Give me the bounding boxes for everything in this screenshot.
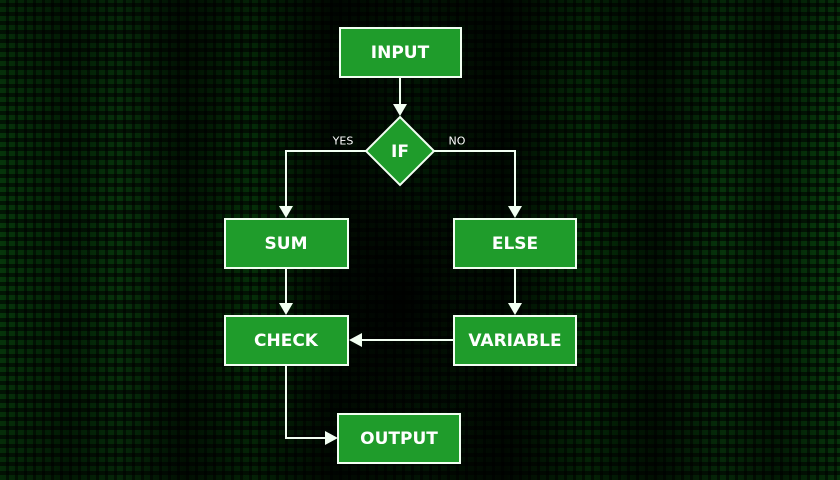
node-check: CHECK	[224, 315, 349, 366]
arrowhead	[279, 206, 293, 218]
node-variable: VARIABLE	[453, 315, 577, 366]
edge-label-yes: YES	[332, 135, 354, 148]
node-label: OUTPUT	[360, 429, 438, 449]
edge-label-no: NO	[449, 135, 466, 148]
edge-if-else	[434, 150, 516, 208]
arrowhead	[349, 333, 362, 347]
node-output: OUTPUT	[337, 413, 461, 464]
node-label: VARIABLE	[468, 331, 561, 351]
arrowhead	[325, 431, 338, 445]
node-label: SUM	[265, 234, 308, 254]
node-label: IF	[391, 142, 409, 162]
node-label: ELSE	[492, 234, 538, 254]
node-label: INPUT	[371, 43, 430, 63]
node-label: CHECK	[254, 331, 319, 351]
arrowhead	[508, 303, 522, 315]
arrowhead	[508, 206, 522, 218]
edge-if-sum	[285, 150, 366, 208]
arrowhead	[279, 303, 293, 315]
node-else: ELSE	[453, 218, 577, 269]
edge-check-output	[285, 365, 327, 439]
node-if-decision: IF	[364, 115, 436, 187]
node-input: INPUT	[339, 27, 462, 78]
arrowhead	[393, 104, 407, 116]
connectors	[279, 77, 522, 445]
node-sum: SUM	[224, 218, 349, 269]
